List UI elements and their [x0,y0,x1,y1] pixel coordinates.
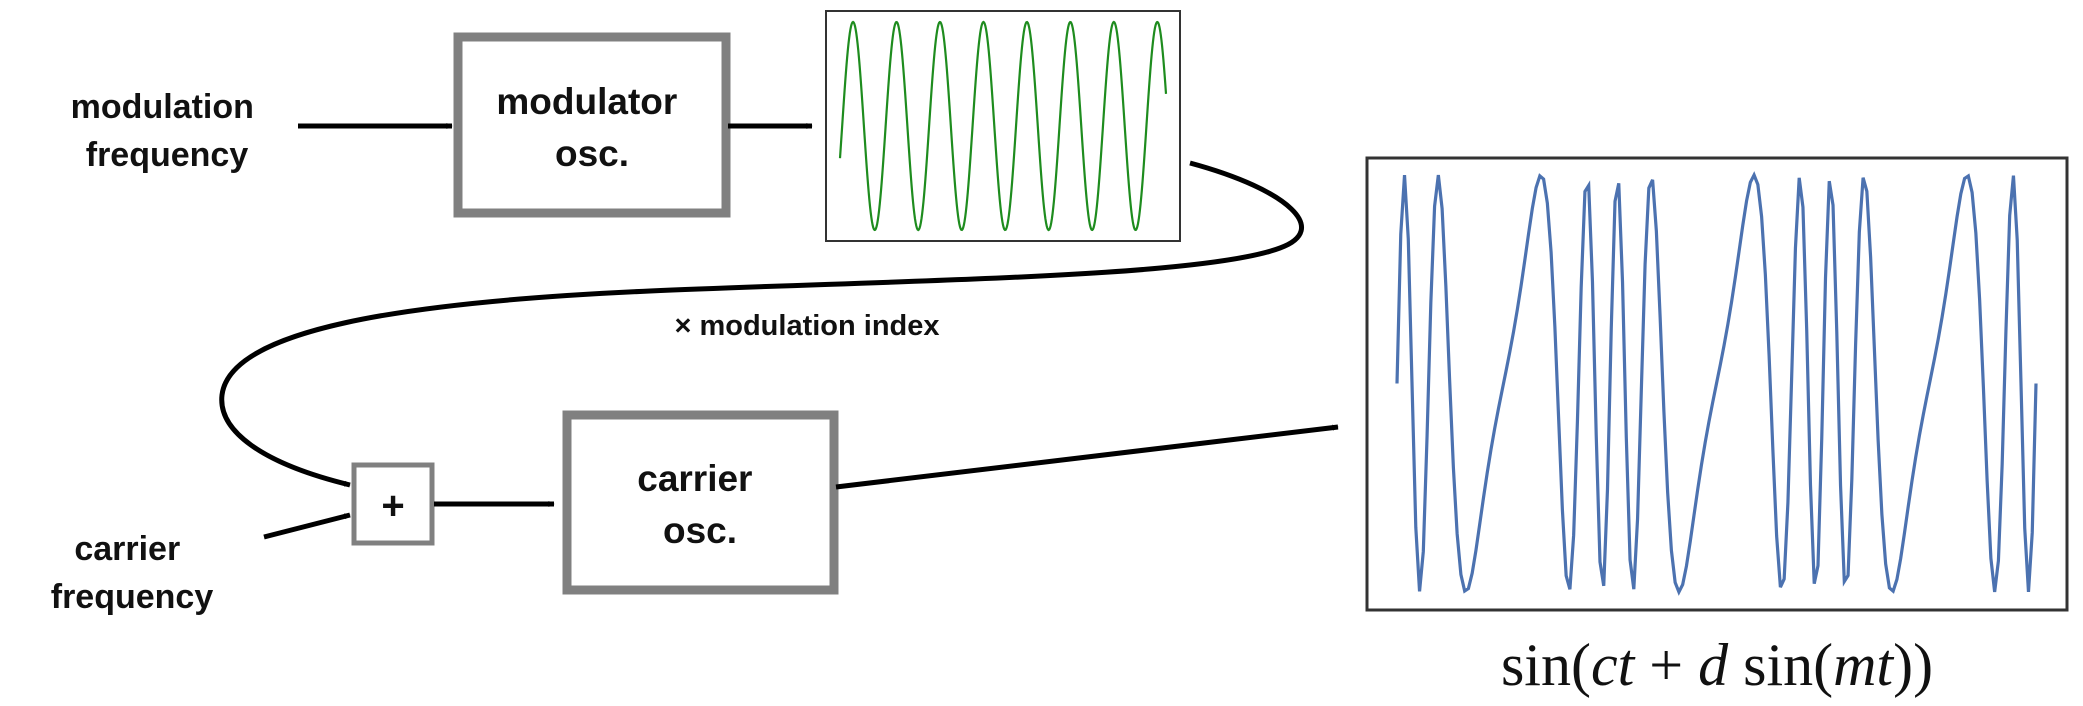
formula-mt: mt [1833,632,1894,698]
curved-connector-modulator-to-adder [219,160,1304,488]
modulation-frequency-label: modulation frequency [71,88,264,174]
formula-plus: + [1634,632,1698,698]
adder-symbol: + [381,484,404,528]
carrier-frequency-label: carrier frequency [51,530,214,616]
fm-formula: sin(ct + d sin(mt)) [1501,632,1933,698]
carrier-osc-label: carrier osc. [637,458,763,551]
modulation-index-label: × modulation index [674,310,939,342]
modulator-waveform-line [838,20,1168,232]
adder-box [351,462,435,546]
formula-prefix: sin( [1501,632,1591,698]
arrow-carrier-to-output [835,424,1339,490]
formula-ct: ct [1591,632,1636,698]
output-waveform-line [1395,171,2038,596]
formula-d: d [1698,632,1729,698]
formula-suffix: )) [1893,632,1933,698]
formula-sin: sin( [1728,632,1833,698]
modulator-osc-box [453,32,731,218]
carrier-osc-box [562,410,839,595]
modulator-osc-label: modulator osc. [496,81,687,174]
arrow-carrierfreq-to-adder [263,512,351,540]
